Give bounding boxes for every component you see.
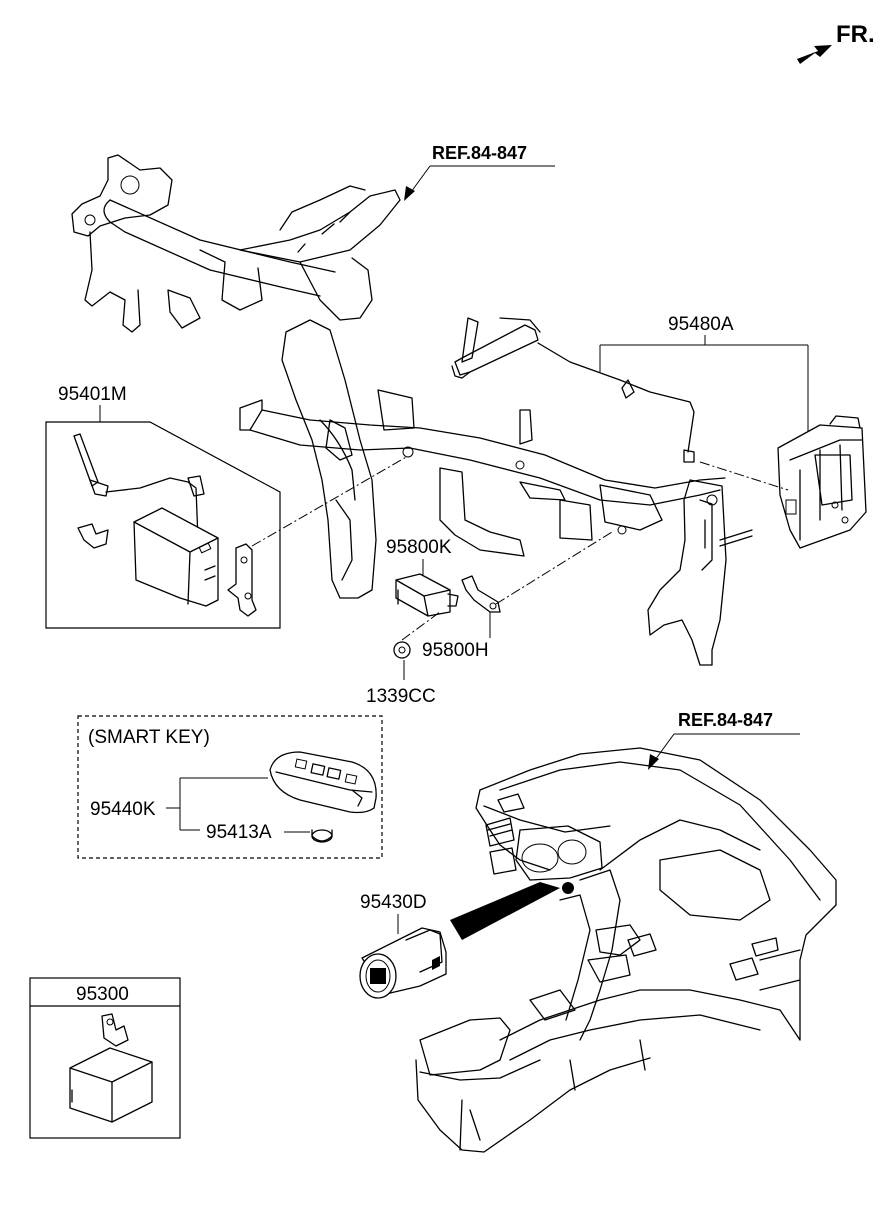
part-95401M: 95401M bbox=[45, 384, 409, 629]
start-stop-button-icon bbox=[359, 927, 447, 999]
front-label: FR. bbox=[836, 21, 875, 48]
part-label-95480A: 95480A bbox=[668, 314, 734, 335]
front-direction-indicator: FR. bbox=[797, 21, 875, 64]
cowl-cross-bar bbox=[71, 154, 753, 666]
dashboard-assembly bbox=[415, 747, 837, 1153]
ref-lower: REF.84-847 bbox=[648, 710, 800, 770]
part-label-1339CC: 1339CC bbox=[366, 686, 436, 707]
ref-upper: REF.84-847 bbox=[404, 143, 555, 201]
part-1339CC: 1339CC bbox=[366, 611, 441, 707]
front-arrow-icon bbox=[797, 45, 832, 64]
part-label-95800H: 95800H bbox=[422, 640, 489, 661]
part-95300: 95300 bbox=[29, 977, 181, 1139]
part-95430D: 95430D bbox=[359, 882, 560, 999]
install-pointer-icon bbox=[450, 882, 560, 940]
smart-key-title: (SMART KEY) bbox=[88, 727, 210, 748]
part-label-95413A: 95413A bbox=[206, 822, 272, 843]
part-95480A: 95480A bbox=[451, 314, 867, 549]
part-label-95300: 95300 bbox=[76, 984, 129, 1005]
part-95800H: 95800H bbox=[422, 531, 613, 661]
part-label-95430D: 95430D bbox=[360, 892, 427, 913]
part-label-95440K: 95440K bbox=[90, 799, 156, 820]
smart-key-fob-icon bbox=[269, 751, 377, 814]
control-module-icon bbox=[69, 1013, 153, 1123]
ref-lower-label: REF.84-847 bbox=[678, 710, 773, 730]
part-95800K: 95800K bbox=[386, 537, 459, 617]
part-label-95800K: 95800K bbox=[386, 537, 452, 558]
part-label-95401M: 95401M bbox=[58, 384, 127, 405]
smart-key-group: (SMART KEY) 95440K 95413A bbox=[77, 715, 383, 859]
ref-upper-label: REF.84-847 bbox=[432, 143, 527, 163]
